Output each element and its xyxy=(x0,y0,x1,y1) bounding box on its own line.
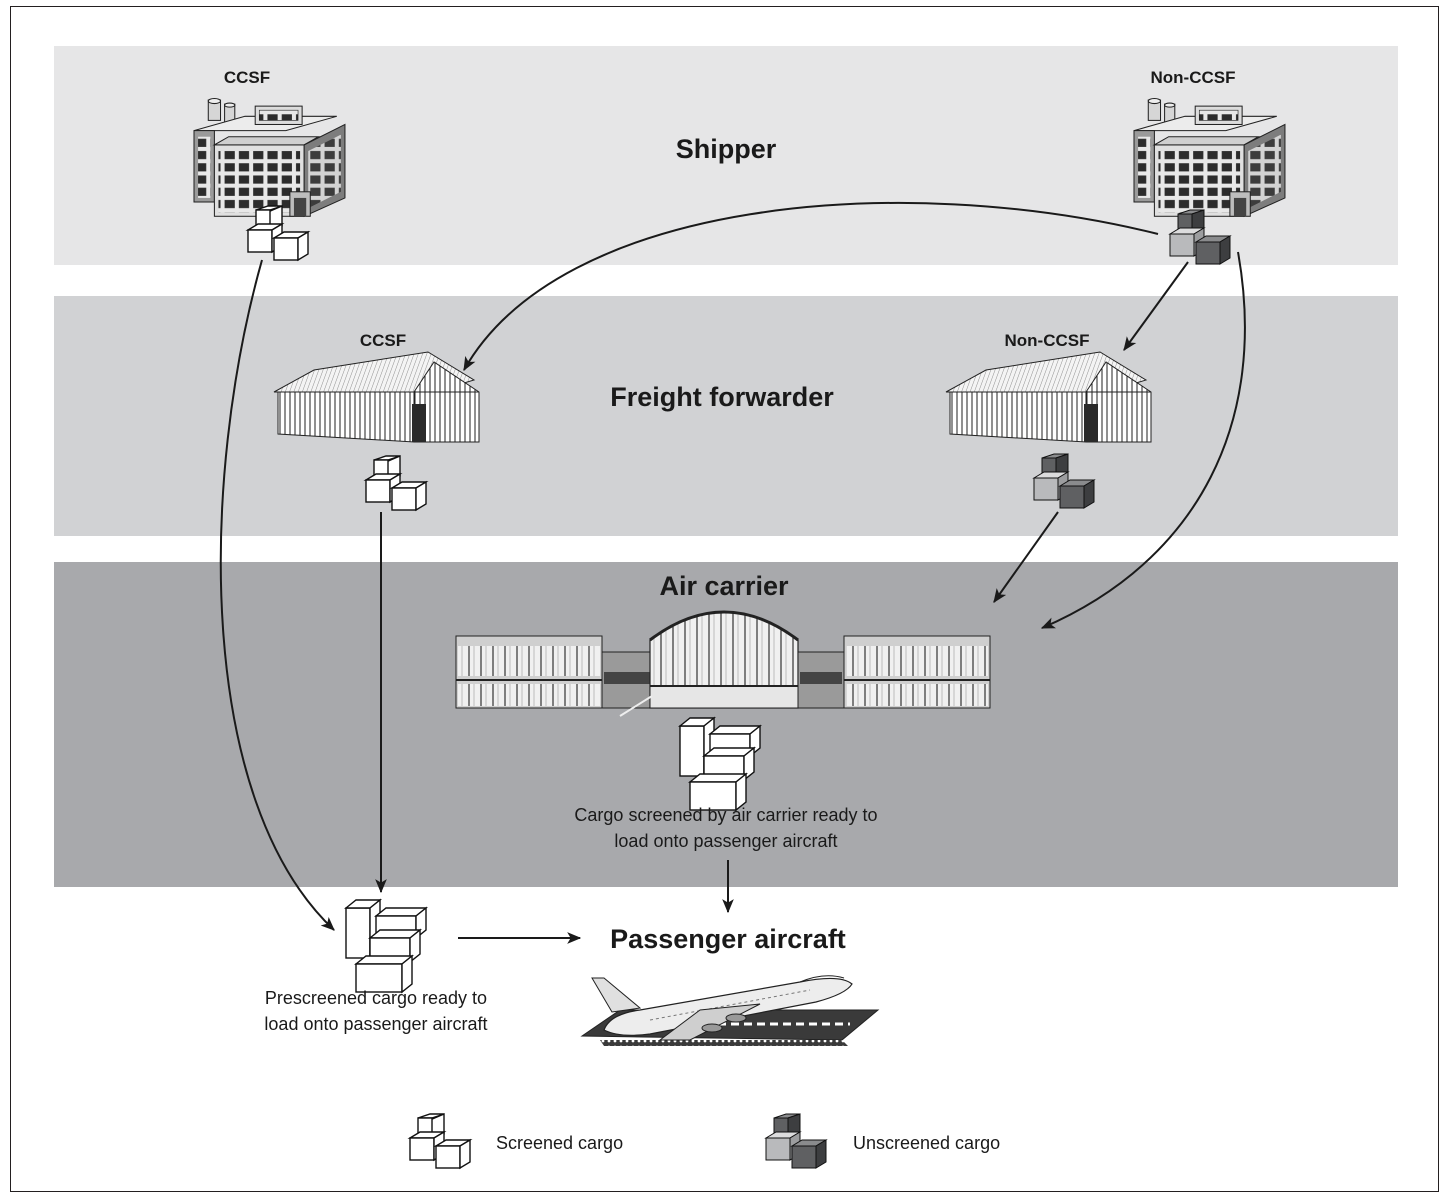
legend-screened-icon xyxy=(409,1113,471,1169)
flow-arrows xyxy=(219,201,1246,944)
passenger-aircraft-icon xyxy=(580,975,880,1046)
freight-forwarder-band xyxy=(54,296,1398,536)
freight-forwarder-title: Freight forwarder xyxy=(610,382,834,412)
prescreened-caption-line1: Prescreened cargo ready to xyxy=(265,988,487,1008)
passenger-aircraft-title: Passenger aircraft xyxy=(610,924,846,954)
shipper-ccsf-factory-icon xyxy=(193,97,346,217)
prescreened-caption-line2: load onto passenger aircraft xyxy=(264,1014,487,1034)
ff-non-ccsf-label: Non-CCSF xyxy=(1005,331,1090,350)
legend-unscreened-icon xyxy=(765,1113,827,1169)
air-carrier-title: Air carrier xyxy=(659,571,789,601)
ff-ccsf-label: CCSF xyxy=(360,331,406,350)
arrow-shipper-non-ccsf-to-ff-non-ccsf xyxy=(1123,261,1189,351)
legend-screened-label: Screened cargo xyxy=(496,1133,623,1153)
shipper-title: Shipper xyxy=(676,134,777,164)
shipper-ccsf-label: CCSF xyxy=(224,68,270,87)
legend-unscreened-label: Unscreened cargo xyxy=(853,1133,1000,1153)
shipper-non-ccsf-label: Non-CCSF xyxy=(1151,68,1236,87)
diagram-frame xyxy=(10,6,1439,1192)
arrow-shipper-non-ccsf-to-air-carrier xyxy=(1040,251,1246,629)
arrow-shipper-non-ccsf-to-ff-ccsf xyxy=(463,201,1159,372)
arrow-shipper-ccsf-to-prescreened xyxy=(219,259,335,931)
air-carrier-cargo-caption-line2: load onto passenger aircraft xyxy=(614,831,837,851)
prescreened-cargo-icon xyxy=(345,899,427,993)
air-carrier-cargo-caption-line1: Cargo screened by air carrier ready to xyxy=(574,805,877,825)
air-carrier-terminal-icon xyxy=(455,610,991,717)
shipper-non-ccsf-factory-icon xyxy=(1133,97,1286,217)
arrow-ff-non-ccsf-to-air-carrier xyxy=(993,511,1059,603)
